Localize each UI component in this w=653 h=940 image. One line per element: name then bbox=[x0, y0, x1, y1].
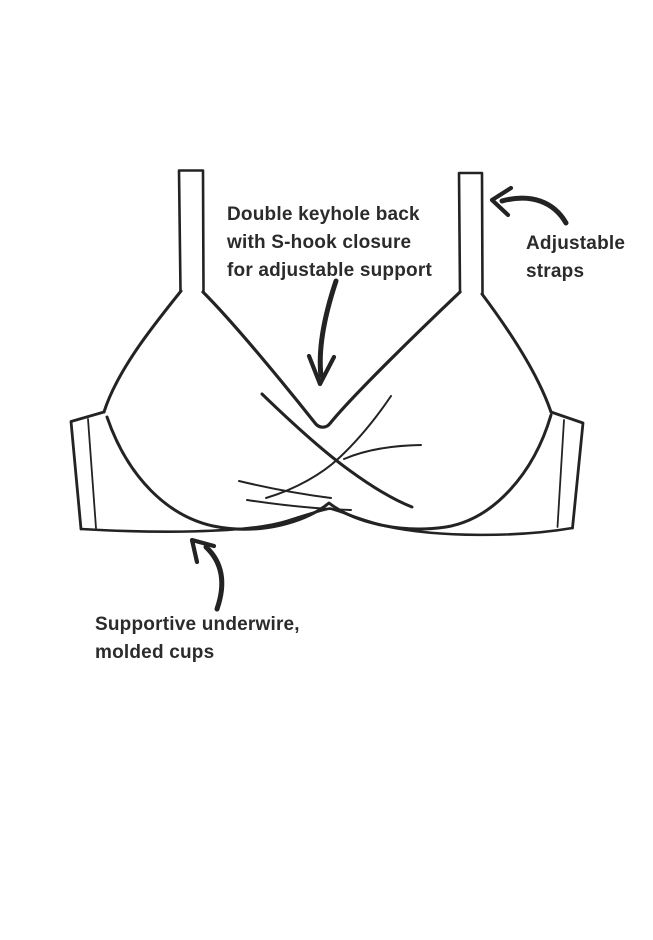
left-strap bbox=[177, 169, 205, 294]
band-bottom-line bbox=[79, 507, 574, 537]
crossover-twist-detail bbox=[238, 392, 422, 511]
adjustable-straps-label: Adjustable straps bbox=[526, 233, 626, 282]
underwire-line bbox=[105, 413, 553, 531]
right-wing bbox=[549, 410, 585, 530]
neckline-and-center-gore bbox=[201, 290, 462, 429]
keyhole-back-label: Double keyhole back with S-hook closure … bbox=[227, 204, 432, 281]
annotation-arrows bbox=[189, 185, 569, 612]
keyhole-arrow-icon bbox=[306, 278, 339, 387]
left-wing bbox=[69, 410, 106, 531]
underwire-cups-label: Supportive underwire, molded cups bbox=[95, 614, 300, 663]
straps-arrow-icon bbox=[489, 185, 569, 226]
underwire-arrow-icon bbox=[189, 537, 225, 612]
right-cup-outer-edge bbox=[480, 292, 553, 414]
left-cup-outer-edge bbox=[102, 289, 183, 414]
right-strap bbox=[457, 171, 484, 296]
right-wing-seam bbox=[556, 419, 565, 528]
left-wing-seam bbox=[87, 418, 97, 529]
bra-illustration bbox=[69, 169, 585, 537]
